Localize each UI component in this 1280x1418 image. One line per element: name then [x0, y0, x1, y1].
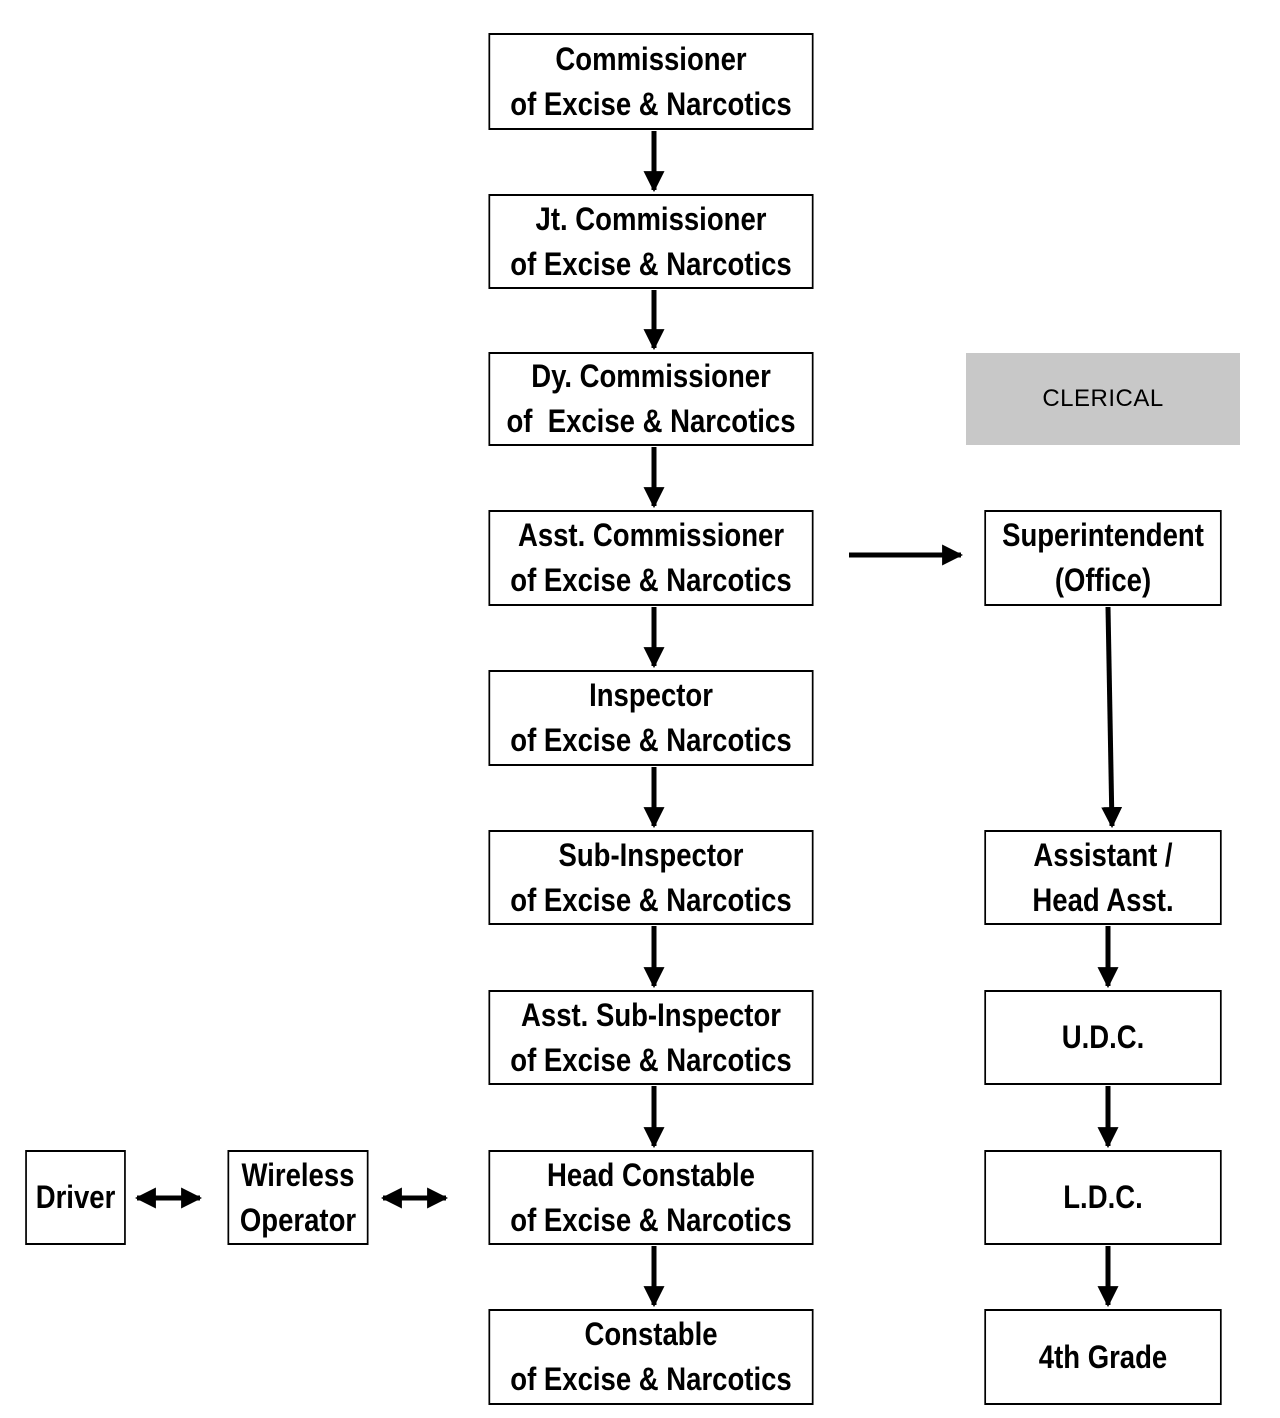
box-label: of Excise & Narcotics	[510, 562, 792, 598]
box-superintendent: Superintendent (Office)	[984, 510, 1222, 606]
box-label: Driver	[35, 1179, 116, 1215]
box-sub-inspector: Sub-Inspector of Excise & Narcotics	[488, 830, 814, 925]
box-label: Assistant /	[1033, 836, 1173, 873]
box-label: Sub-Inspector	[558, 836, 744, 873]
box-label: of Excise & Narcotics	[510, 1361, 792, 1397]
box-asst-sub-inspector: Asst. Sub-Inspector of Excise & Narcotics	[488, 990, 814, 1085]
box-ldc: L.D.C.	[984, 1150, 1222, 1245]
box-label: Asst. Sub-Inspector	[521, 996, 781, 1033]
box-label: of Excise & Narcotics	[510, 85, 792, 122]
arrow-superintendent-to-assistant	[1101, 606, 1123, 829]
clerical-header: CLERICAL	[966, 353, 1240, 445]
box-label: Head Constable	[547, 1156, 755, 1193]
box-label: Wireless	[241, 1156, 355, 1193]
box-label: Superintendent	[1002, 517, 1204, 553]
box-label: of Excise & Narcotics	[510, 881, 792, 918]
box-label: Constable	[584, 1316, 718, 1352]
box-label: of Excise & Narcotics	[510, 245, 792, 282]
box-label: of Excise & Narcotics	[506, 403, 796, 439]
box-label: of Excise & Narcotics	[510, 722, 792, 758]
box-label: L.D.C.	[1063, 1179, 1143, 1215]
box-assistant-head-asst: Assistant / Head Asst.	[984, 830, 1222, 925]
box-label: Commissioner	[555, 40, 747, 77]
box-commissioner: Commissioner of Excise & Narcotics	[488, 33, 814, 130]
box-label: (Office)	[1054, 562, 1152, 598]
box-driver: Driver	[25, 1150, 126, 1245]
box-label: Dy. Commissioner	[531, 358, 771, 394]
box-inspector: Inspector of Excise & Narcotics	[488, 670, 814, 766]
box-label: of Excise & Narcotics	[510, 1041, 792, 1078]
box-asst-commissioner: Asst. Commissioner of Excise & Narcotics	[488, 510, 814, 606]
box-jt-commissioner: Jt. Commissioner of Excise & Narcotics	[488, 194, 814, 289]
box-constable: Constable of Excise & Narcotics	[488, 1309, 814, 1405]
box-label: Inspector	[589, 677, 713, 713]
box-head-constable: Head Constable of Excise & Narcotics	[488, 1150, 814, 1245]
clerical-label: CLERICAL	[1042, 385, 1164, 412]
box-label: of Excise & Narcotics	[510, 1201, 792, 1238]
box-udc: U.D.C.	[984, 990, 1222, 1085]
box-dy-commissioner: Dy. Commissioner of Excise & Narcotics	[488, 352, 814, 446]
box-4th-grade: 4th Grade	[984, 1309, 1222, 1405]
box-label: 4th Grade	[1038, 1338, 1168, 1375]
box-label: Jt. Commissioner	[535, 200, 767, 237]
box-label: U.D.C.	[1061, 1019, 1145, 1055]
box-label: Asst. Commissioner	[517, 517, 785, 553]
box-label: Head Asst.	[1032, 881, 1174, 918]
box-label: Operator	[239, 1201, 357, 1238]
